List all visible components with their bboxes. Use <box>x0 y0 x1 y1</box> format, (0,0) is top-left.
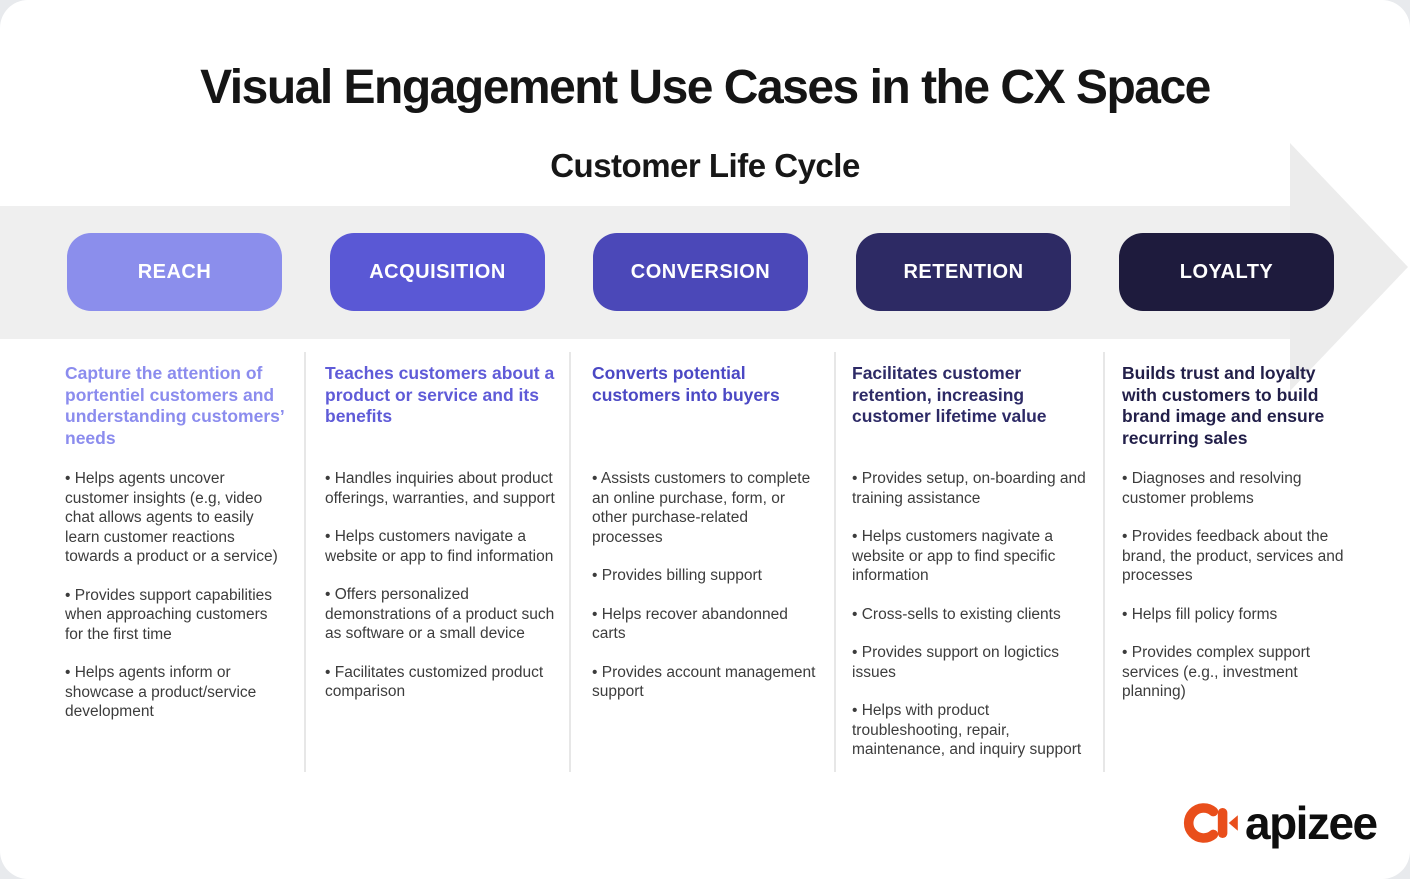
column-heading: Converts potential customers into buyers <box>592 363 780 405</box>
bullet-item: • Facilitates customized product compari… <box>325 663 544 701</box>
bullet-item: • Provides billing support <box>592 567 762 585</box>
apizee-camera-icon <box>1180 793 1242 853</box>
stage-pill-reach: REACH <box>67 233 282 311</box>
bullet-item: • Assists customers to complete an onlin… <box>592 470 811 546</box>
bullet-item: • Helps customers nagivate a website or … <box>852 528 1056 585</box>
column-divider <box>1103 352 1105 772</box>
bullet-item: • Diagnoses and resolving customer probl… <box>1122 470 1302 507</box>
bullet-item: • Cross-sells to existing clients <box>852 605 1061 623</box>
column-divider <box>304 352 306 772</box>
column-heading: Capture the attention of portentiel cust… <box>65 363 284 448</box>
column-conversion: Converts potential customers into buyers… <box>592 363 818 721</box>
bullet-item: • Provides support capabilities when app… <box>65 586 273 643</box>
column-heading: Facilitates customer retention, increasi… <box>852 363 1047 427</box>
stage-pill-acquisition: ACQUISITION <box>330 233 545 311</box>
bullet-item: • Helps fill policy forms <box>1122 605 1278 623</box>
column-heading: Builds trust and loyalty with customers … <box>1122 363 1325 448</box>
page-title: Visual Engagement Use Cases in the CX Sp… <box>200 61 1211 114</box>
bullet-item: • Provides complex support services (e.g… <box>1122 644 1311 701</box>
column-retention: Facilitates customer retention, increasi… <box>852 363 1092 779</box>
stage-pill-retention: RETENTION <box>856 233 1071 311</box>
bullet-item: • Provides account management support <box>592 663 816 701</box>
bullet-item: • Helps customers navigate a website or … <box>325 528 554 565</box>
bullet-item: • Helps agents uncover customer insights… <box>65 470 278 566</box>
column-heading: Teaches customers about a product or ser… <box>325 363 555 427</box>
bullet-item: • Offers personalized demonstrations of … <box>325 586 555 643</box>
column-divider <box>834 352 836 772</box>
logo-wordmark: apizee <box>1245 797 1378 849</box>
bullet-item: • Provides setup, on-boarding and traini… <box>852 470 1086 507</box>
apizee-logo: apizee <box>1180 793 1378 853</box>
bullet-item: • Provides feedback about the brand, the… <box>1122 528 1344 585</box>
page-subtitle: Customer Life Cycle <box>550 147 860 184</box>
bullet-item: • Helps with product troubleshooting, re… <box>852 702 1082 759</box>
bullet-item: • Helps agents inform or showcase a prod… <box>65 664 257 721</box>
stage-pill-conversion: CONVERSION <box>593 233 808 311</box>
bullet-item: • Handles inquiries about product offeri… <box>325 470 555 507</box>
column-divider <box>569 352 571 772</box>
stage-pill-loyalty: LOYALTY <box>1119 233 1334 311</box>
bullet-item: • Helps recover abandonned carts <box>592 605 788 643</box>
lifecycle-stages: REACH ACQUISITION CONVERSION RETENTION L… <box>67 233 1334 311</box>
bullet-item: • Provides support on logictics issues <box>852 644 1060 681</box>
column-acquisition: Teaches customers about a product or ser… <box>325 363 555 721</box>
column-reach: Capture the attention of portentiel cust… <box>65 363 289 741</box>
column-loyalty: Builds trust and loyalty with customers … <box>1122 363 1350 721</box>
